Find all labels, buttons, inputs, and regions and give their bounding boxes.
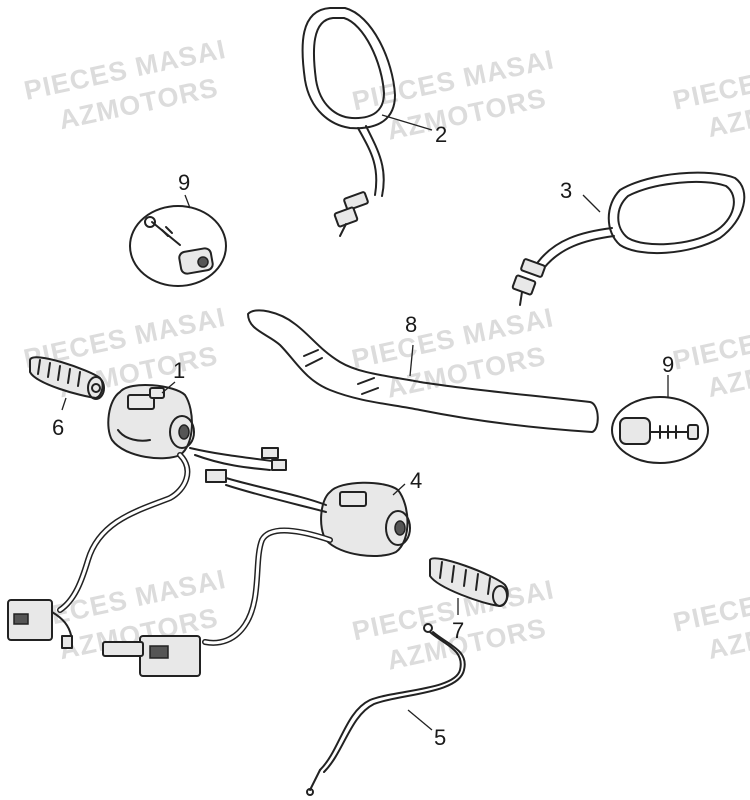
watermark-group: PIECES MASAI AZMOTORS PIECES MASAI AZMOT… [21, 34, 750, 676]
callout-1: 1 [173, 358, 185, 383]
watermark-line1: PIECES MASAI [671, 566, 750, 638]
wiring-harness [7, 447, 333, 677]
part-4-switch-housing[interactable] [320, 481, 411, 557]
part-3-mirror[interactable] [511, 171, 746, 306]
callout-7: 7 [452, 618, 464, 643]
part-6-grip[interactable] [29, 356, 105, 400]
callout-2: 2 [435, 122, 447, 147]
watermark-line1: PIECES MASAI [670, 44, 750, 116]
callout-8: 8 [405, 312, 417, 337]
part-2-mirror[interactable] [301, 7, 396, 237]
callout-numbers: 2 3 9 1 8 9 6 4 7 5 [52, 122, 674, 750]
part-7-grip[interactable] [429, 557, 509, 607]
part-8-handlebar[interactable] [247, 309, 599, 433]
callout-9: 9 [178, 170, 190, 195]
callout-6: 6 [52, 415, 64, 440]
part-9-bar-end-upper[interactable] [129, 205, 227, 287]
part-5-throttle-cable[interactable] [306, 623, 466, 796]
callout-4: 4 [410, 468, 422, 493]
watermark-line1: PIECES MASAI [670, 304, 750, 376]
part-9-bar-end-right[interactable] [611, 396, 709, 464]
part-1-switch-housing[interactable] [107, 384, 195, 460]
callout-9: 9 [662, 352, 674, 377]
leader-lines [61, 114, 669, 731]
callout-5: 5 [434, 725, 446, 750]
callout-3: 3 [560, 178, 572, 203]
